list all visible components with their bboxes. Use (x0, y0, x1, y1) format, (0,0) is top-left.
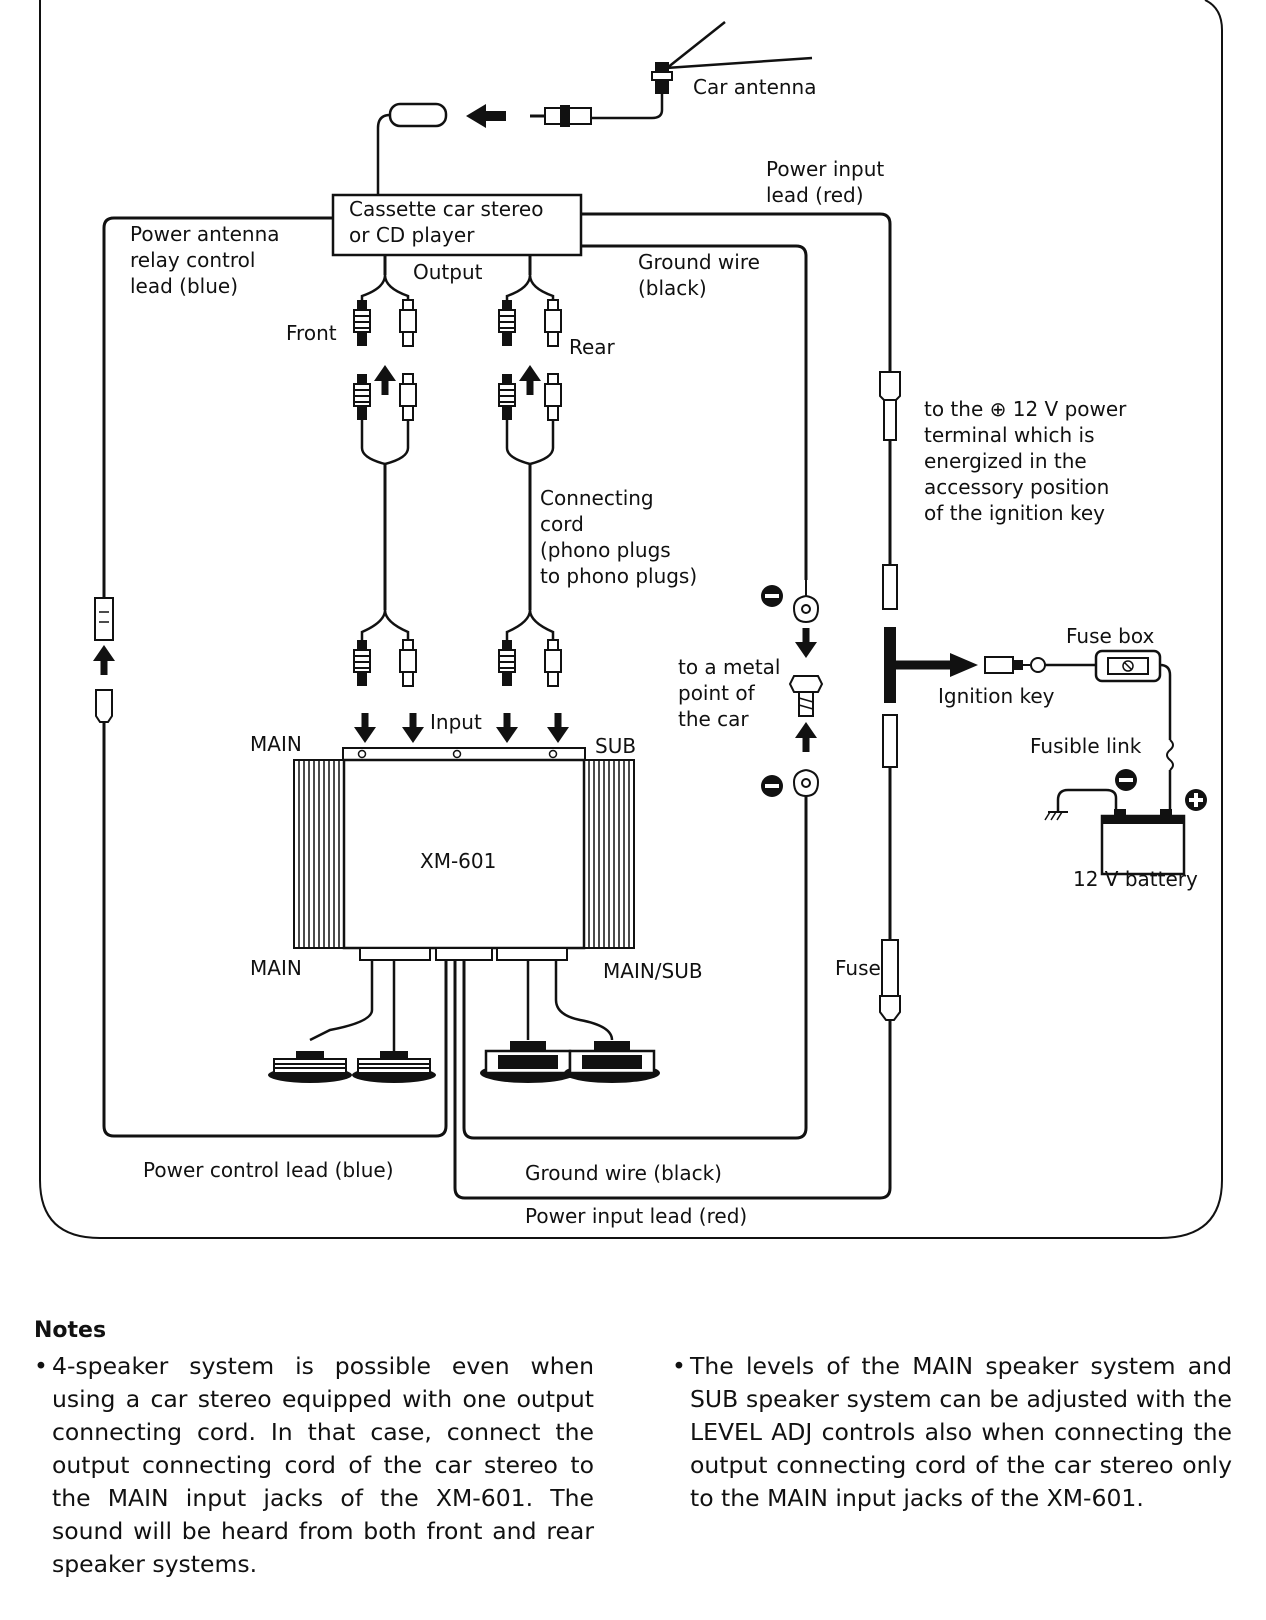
rear-label: Rear (569, 335, 615, 359)
accessory-connector-lower-icon (882, 564, 898, 610)
battery-minus-icon (1115, 769, 1137, 791)
main-bottom-label: MAIN (250, 956, 302, 980)
ignition-key-icon (984, 656, 1046, 674)
front-output-cable (353, 274, 417, 687)
ground-minus-top-icon (761, 585, 783, 607)
metal-point-label: to a metal point of the car (678, 655, 781, 731)
main-sub-bottom-label: MAIN/SUB (603, 959, 703, 983)
note-bullet: • (672, 1352, 686, 1380)
fusible-link-label: Fusible link (1030, 734, 1142, 758)
ground-lug-bottom-icon (792, 769, 820, 812)
battery-plus-icon (1185, 789, 1207, 811)
power-antenna-lead-label: Power antenna relay control lead (blue) (130, 222, 280, 298)
fuse-label: Fuse (835, 956, 881, 980)
car-antenna-label: Car antenna (693, 75, 817, 99)
fuse-holder-upper-icon (882, 714, 898, 768)
ground-wire-bottom-label: Ground wire (black) (525, 1161, 722, 1185)
head-unit-label: Cassette car stereo or CD player (349, 197, 544, 247)
accessory-connector-icon (879, 371, 901, 441)
ground-lug-top-icon (792, 580, 820, 624)
ground-wire-top-label: Ground wire (black) (638, 250, 760, 300)
notes-title: Notes (34, 1318, 107, 1343)
main-speaker-right-icon (351, 1050, 437, 1084)
bolt-icon (788, 675, 824, 717)
sub-top-label: SUB (595, 734, 637, 758)
rear-output-cable (498, 274, 562, 687)
antenna-relay-connector-icon (94, 597, 114, 641)
ground-minus-bottom-icon (761, 775, 783, 797)
note-item: • The levels of the MAIN speaker system … (672, 1350, 1232, 1515)
car-antenna-icon (651, 21, 813, 94)
sub-speaker-left-icon (478, 1039, 578, 1085)
accessory-note-label: to the ⊕ 12 V power terminal which is en… (924, 397, 1127, 525)
power-control-lead-label: Power control lead (blue) (143, 1158, 394, 1182)
fuse-icon (879, 939, 901, 1021)
amplifier-icon (293, 747, 635, 961)
model-label: XM-601 (420, 849, 497, 873)
front-label: Front (286, 321, 337, 345)
main-top-label: MAIN (250, 732, 302, 756)
battery-label: 12 V battery (1073, 867, 1198, 891)
note-text: The levels of the MAIN speaker system an… (690, 1352, 1232, 1512)
antenna-relay-receptacle-icon (95, 689, 113, 723)
antenna-plug-icon (530, 105, 592, 127)
sub-speaker-right-icon (562, 1039, 662, 1085)
output-label: Output (413, 260, 483, 284)
head-unit-box (331, 193, 583, 257)
fuse-box-label: Fuse box (1066, 624, 1155, 648)
fusible-link-icon (1166, 739, 1174, 771)
antenna-jack-icon (388, 102, 448, 128)
power-input-lead-bottom-label: Power input lead (red) (525, 1204, 748, 1228)
note-item: • 4-speaker system is possible even when… (34, 1350, 594, 1581)
main-speaker-left-icon (267, 1050, 353, 1084)
ground-symbol-icon (1044, 811, 1068, 821)
left-arrow-icon (466, 104, 506, 128)
connecting-cord-label: Connecting cord (phono plugs to phono pl… (540, 486, 698, 588)
power-input-lead-top-label: Power input lead (red) (766, 157, 885, 207)
note-bullet: • (34, 1352, 48, 1380)
ignition-key-label: Ignition key (938, 684, 1055, 708)
note-text: 4-speaker system is possible even when u… (52, 1352, 594, 1578)
fuse-box-icon (1094, 649, 1162, 683)
input-label: Input (430, 710, 482, 734)
battery-icon (1100, 809, 1186, 876)
